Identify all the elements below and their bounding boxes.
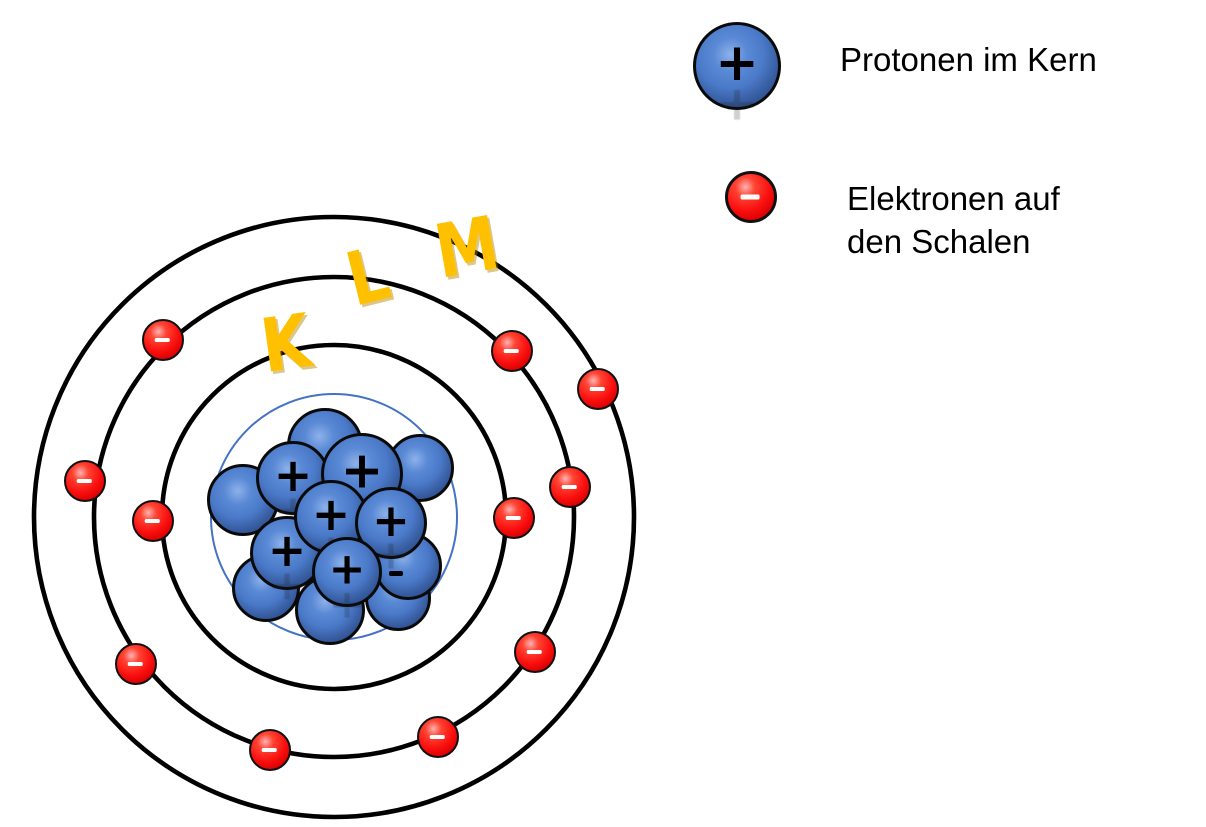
electron-k-shell xyxy=(132,500,174,542)
electron-legend-label-line2: den Schalen xyxy=(847,223,1031,260)
electron-m-shell xyxy=(577,368,619,410)
minus-symbol xyxy=(589,387,605,391)
minus-symbol xyxy=(526,650,542,654)
shell-L-orbit xyxy=(91,274,577,760)
plus-symbol: + xyxy=(715,32,759,93)
minus-symbol xyxy=(154,338,170,342)
proton-legend-icon: + + xyxy=(693,22,781,133)
partial-plus-symbol xyxy=(389,571,403,576)
proton-sphere: ++ xyxy=(312,537,382,629)
minus-symbol xyxy=(76,479,92,483)
electron-legend-label: Elektronen auf den Schalen xyxy=(847,177,1060,263)
minus-symbol xyxy=(261,748,277,752)
electron-l-shell xyxy=(142,319,184,361)
electron-l-shell xyxy=(249,729,291,771)
minus-symbol xyxy=(740,194,760,200)
plus-symbol-reflection: + xyxy=(715,78,759,133)
minus-symbol xyxy=(503,349,519,353)
plus-symbol: + xyxy=(328,543,366,595)
shell-label-k: K xyxy=(255,298,317,390)
plus-symbol-reflection: + xyxy=(267,563,307,613)
minus-symbol xyxy=(127,662,143,666)
plus-symbol-reflection: + xyxy=(328,582,366,629)
plus-symbol: + xyxy=(372,493,410,547)
minus-symbol xyxy=(505,516,521,520)
proton-sphere: ++ xyxy=(250,516,324,612)
plus-symbol: + xyxy=(311,487,351,542)
electron-l-shell xyxy=(417,716,459,758)
electron-l-shell xyxy=(549,466,591,508)
shell-label-m: M xyxy=(428,200,506,296)
electron-l-shell xyxy=(64,460,106,502)
minus-symbol xyxy=(144,519,160,523)
minus-symbol xyxy=(429,735,445,739)
shell-M-orbit xyxy=(31,214,637,820)
electron-l-shell xyxy=(115,643,157,685)
electron-k-shell xyxy=(493,497,535,539)
electron-l-shell xyxy=(514,631,556,673)
electron-l-shell xyxy=(491,330,533,372)
electron-legend-label-line1: Elektronen auf xyxy=(847,180,1060,217)
proton-legend-label: Protonen im Kern xyxy=(840,41,1097,78)
electron-legend-icon xyxy=(725,171,777,223)
minus-symbol xyxy=(561,485,577,489)
